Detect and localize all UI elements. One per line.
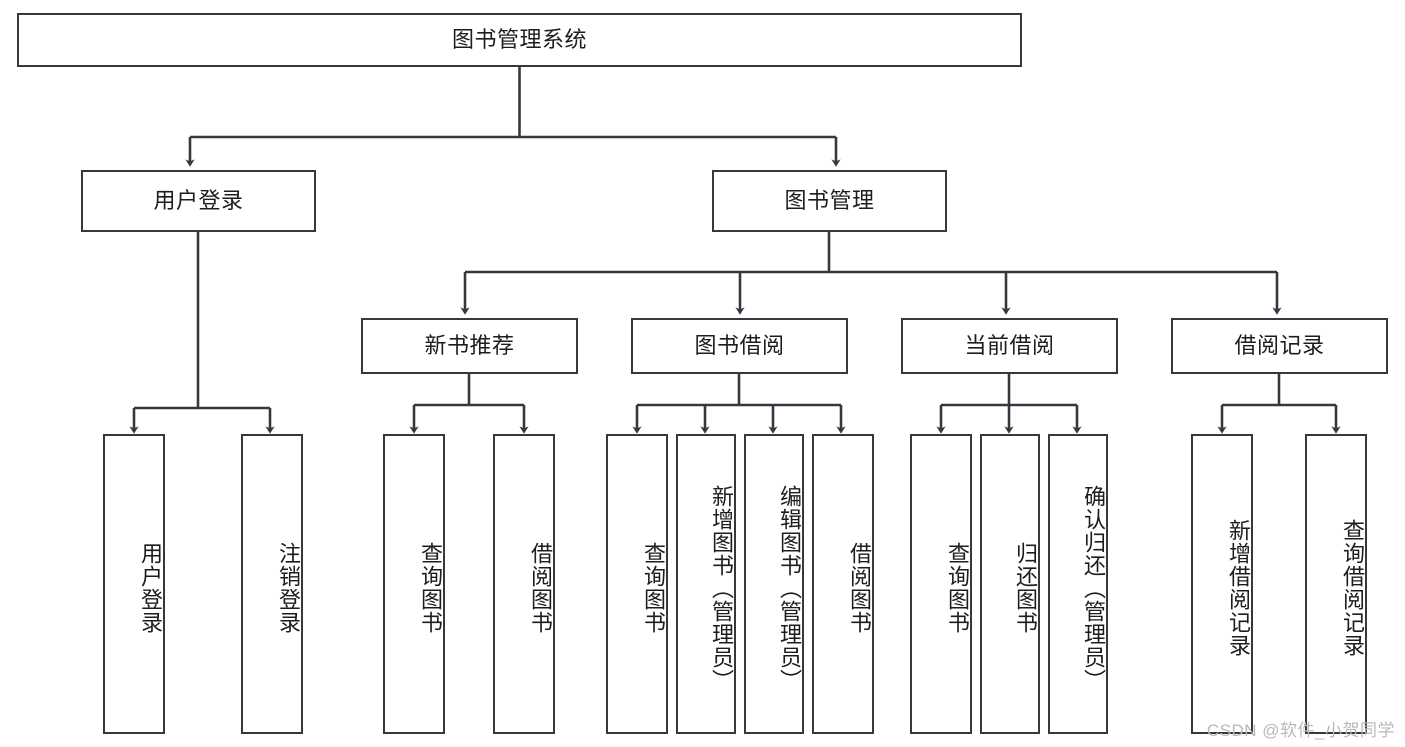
node-book-management[interactable]: 图书管理 xyxy=(712,170,947,232)
leaf-label: 借阅图书 xyxy=(847,542,872,634)
node-borrow-record[interactable]: 借阅记录 xyxy=(1171,318,1388,374)
leaf-record-query-record[interactable]: 查询借阅记录 xyxy=(1305,434,1367,734)
leaf-current-confirm-return-admin[interactable]: 确认归还（管理员） xyxy=(1048,434,1108,734)
node-user-login[interactable]: 用户登录 xyxy=(81,170,316,232)
leaf-label: 编辑图书（管理员） xyxy=(777,484,802,692)
leaf-label: 查询借阅记录 xyxy=(1340,519,1365,657)
leaf-borrow-add-book-admin[interactable]: 新增图书（管理员） xyxy=(676,434,736,734)
leaf-current-return-book[interactable]: 归还图书 xyxy=(980,434,1040,734)
leaf-label: 查询图书 xyxy=(641,542,666,634)
leaf-current-query-book[interactable]: 查询图书 xyxy=(910,434,972,734)
leaf-newbook-borrow-book[interactable]: 借阅图书 xyxy=(493,434,555,734)
leaf-user-login[interactable]: 用户登录 xyxy=(103,434,165,734)
leaf-label: 新增图书（管理员） xyxy=(709,484,734,692)
leaf-borrow-query-book[interactable]: 查询图书 xyxy=(606,434,668,734)
node-current-borrow[interactable]: 当前借阅 xyxy=(901,318,1118,374)
leaf-label: 借阅图书 xyxy=(528,542,553,634)
leaf-label: 查询图书 xyxy=(945,542,970,634)
leaf-label: 查询图书 xyxy=(418,542,443,634)
leaf-newbook-query-book[interactable]: 查询图书 xyxy=(383,434,445,734)
leaf-label: 归还图书 xyxy=(1013,542,1038,634)
node-new-book-recommend[interactable]: 新书推荐 xyxy=(361,318,578,374)
leaf-logout[interactable]: 注销登录 xyxy=(241,434,303,734)
leaf-label: 新增借阅记录 xyxy=(1226,519,1251,657)
node-book-borrow[interactable]: 图书借阅 xyxy=(631,318,848,374)
leaf-borrow-edit-book-admin[interactable]: 编辑图书（管理员） xyxy=(744,434,804,734)
leaf-label: 用户登录 xyxy=(138,542,163,634)
leaf-borrow-borrow-book[interactable]: 借阅图书 xyxy=(812,434,874,734)
node-root-system[interactable]: 图书管理系统 xyxy=(17,13,1022,67)
leaf-label: 注销登录 xyxy=(276,542,301,634)
leaf-label: 确认归还（管理员） xyxy=(1081,484,1106,692)
leaf-record-add-record[interactable]: 新增借阅记录 xyxy=(1191,434,1253,734)
